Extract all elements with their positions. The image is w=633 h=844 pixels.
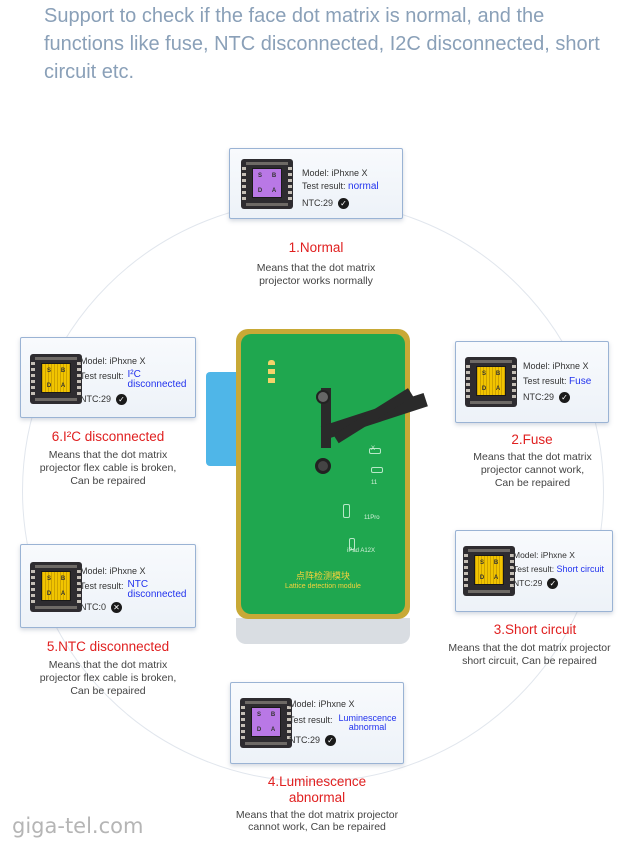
flex-cable <box>333 388 414 444</box>
card-info: Model: iPhxne X Test result: normal NTC:… <box>302 168 379 210</box>
flex-cable <box>321 388 331 448</box>
board-title-cn: 点阵检测模块 <box>295 572 350 582</box>
pcb: X 11 11Pro iPad A12X 点阵检测模块 Lattice dete… <box>241 334 428 614</box>
card-info: Model: iPhxne X Test result: Short circu… <box>513 550 604 590</box>
card-info: Model: iPhxne X Test result:Luminescence… <box>289 699 397 747</box>
title-short-circuit: 3.Short circuit <box>493 622 577 637</box>
watermark: giga-tel.com <box>12 814 144 838</box>
check-icon: ✓ <box>338 198 350 210</box>
check-icon: ✓ <box>547 578 559 590</box>
socket <box>343 504 350 518</box>
ntc-value: 29 <box>323 198 334 208</box>
camera-module <box>316 390 330 404</box>
slot-label: 11Pro <box>364 515 380 521</box>
title-ntc-disconnected: 5.NTC disconnected <box>46 639 170 654</box>
slot-label: iPad A12X <box>347 548 376 554</box>
camera-module <box>315 458 331 474</box>
socket <box>349 538 355 550</box>
check-icon: ✓ <box>116 394 128 406</box>
board-base <box>236 618 410 644</box>
pin-header <box>268 360 275 386</box>
title-i2c-disconnected: 6.I²C disconnected <box>51 429 165 444</box>
title-normal: 1.Normal <box>288 240 344 255</box>
result-value: normal <box>348 181 379 192</box>
board-title-en: Lattice detection module <box>285 583 361 590</box>
lattice-detection-board: X 11 11Pro iPad A12X 点阵检测模块 Lattice dete… <box>236 329 428 619</box>
model-value: iPhxne X <box>331 168 368 178</box>
socket <box>371 467 383 473</box>
cross-icon: ✕ <box>111 602 123 614</box>
socket <box>369 448 381 454</box>
blue-clamp <box>206 372 240 466</box>
page-heading: Support to check if the face dot matrix … <box>44 5 600 83</box>
slot-label: 11 <box>371 480 378 486</box>
check-icon: ✓ <box>559 392 571 404</box>
slot-label: X <box>371 446 376 452</box>
check-icon: ✓ <box>325 735 337 747</box>
card-info: Model: iPhxne X Test result: Fuse NTC:29… <box>523 361 592 404</box>
title-fuse: 2.Fuse <box>511 432 553 447</box>
